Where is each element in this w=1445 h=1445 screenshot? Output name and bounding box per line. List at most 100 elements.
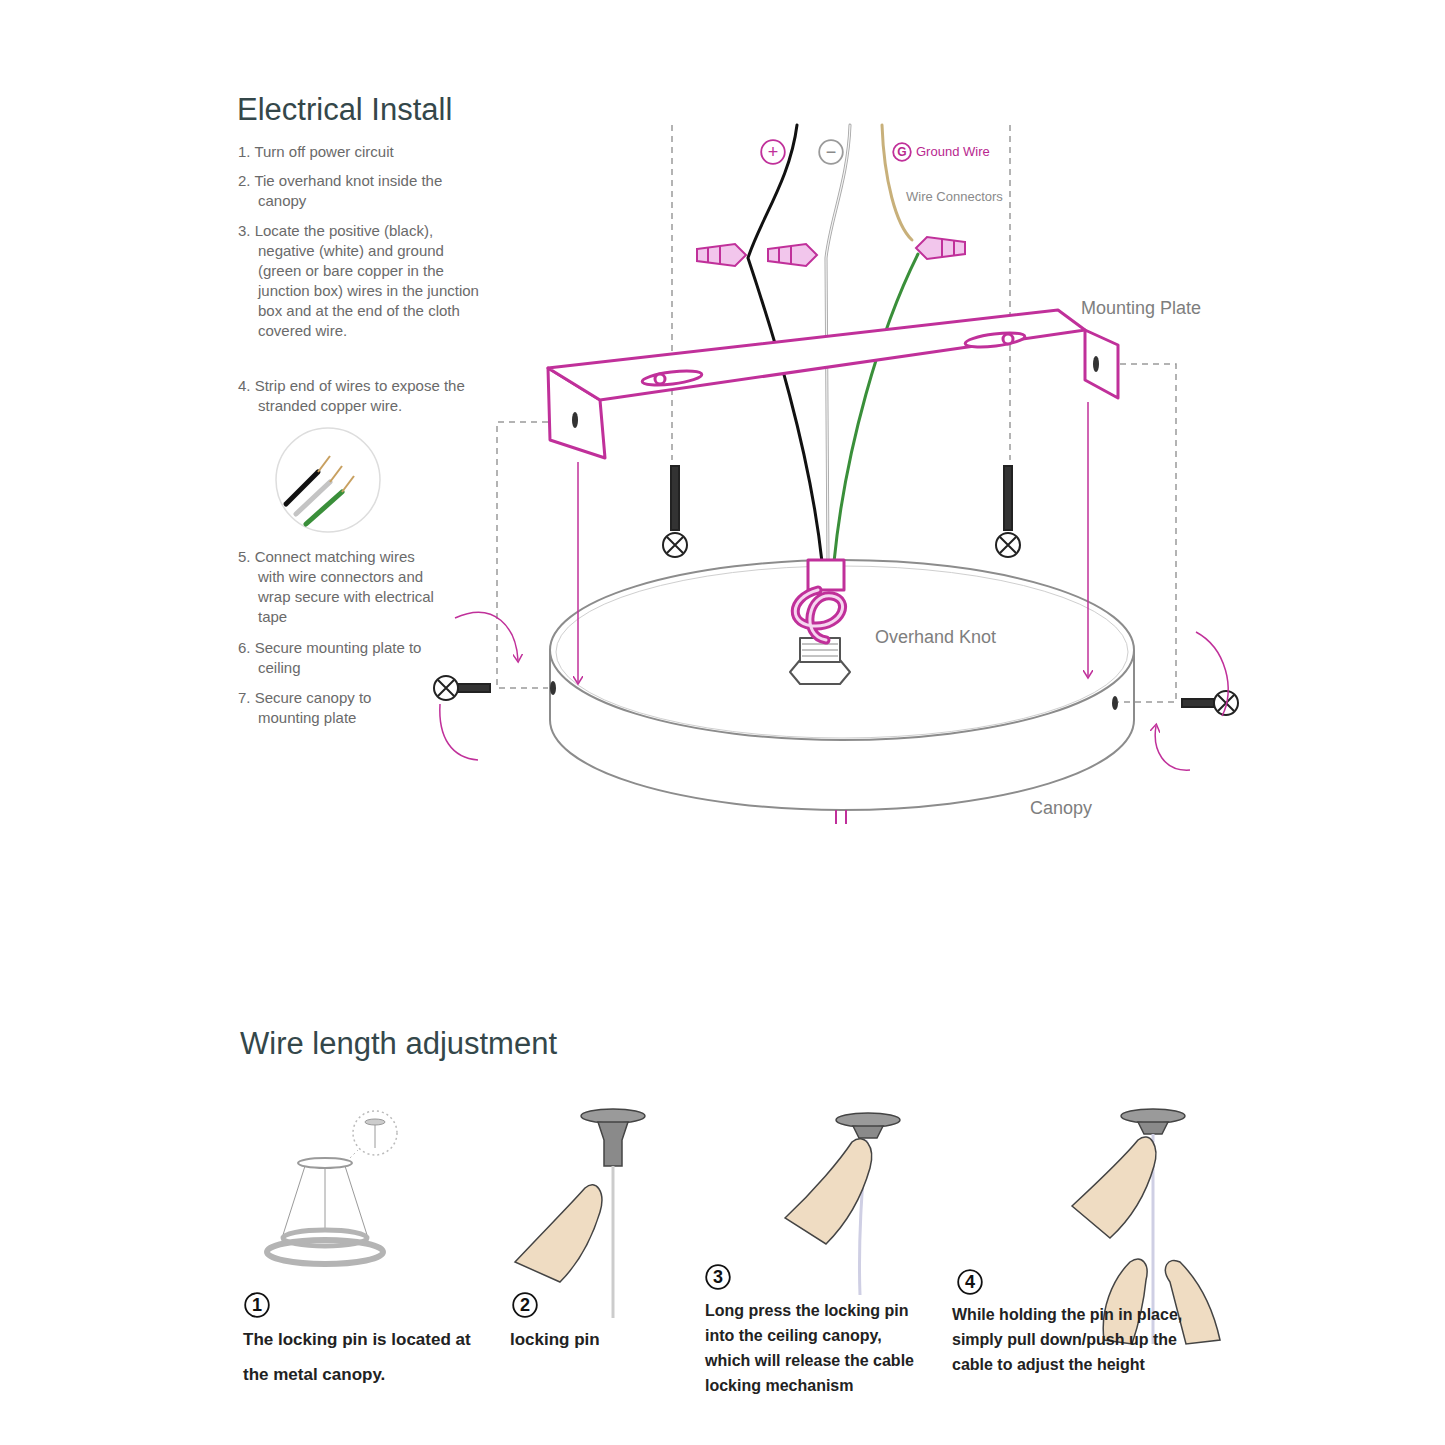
mounting-plate	[548, 310, 1085, 400]
circle-outline	[893, 143, 911, 161]
step-text: 3. Locate the positive (black), negative…	[238, 221, 488, 341]
pendant-light	[267, 1111, 397, 1264]
screws	[667, 537, 683, 553]
circle-badge: 2	[512, 1292, 538, 1318]
canopy	[550, 681, 556, 695]
screws	[1182, 699, 1214, 707]
locking-pin-step3	[785, 1113, 900, 1295]
circle-badge: −	[818, 139, 844, 165]
motion-arrows	[1155, 726, 1190, 770]
pendant-light	[298, 1158, 352, 1168]
badge-text: G	[897, 146, 906, 158]
step-caption: The locking pin is located at the metal …	[243, 1322, 488, 1392]
circle-outline	[761, 140, 785, 164]
motion-arrows	[1196, 632, 1228, 716]
canopy	[845, 810, 847, 824]
screws	[434, 466, 1238, 715]
motion-arrows	[455, 612, 518, 660]
motion-arrows	[440, 704, 478, 760]
nut-and-knot	[795, 590, 842, 640]
wire-connectors	[916, 237, 965, 259]
pendant-light	[325, 1168, 326, 1232]
circle-outline	[958, 1270, 982, 1294]
guide-lines	[497, 422, 548, 688]
circle-outline	[819, 140, 843, 164]
step-text: 5. Connect matching wires with wire conn…	[238, 547, 443, 627]
step-text: 1. Turn off power circuit	[238, 142, 498, 162]
wire-connectors	[778, 247, 780, 263]
canopy	[835, 810, 837, 824]
screws	[663, 533, 687, 557]
locking-pin-step3	[853, 1126, 883, 1138]
motion-arrows	[1087, 402, 1089, 676]
guide-lines	[1098, 364, 1176, 702]
screws	[1214, 691, 1238, 715]
wire-connectors	[790, 246, 792, 264]
screws	[996, 533, 1020, 557]
mounting-plate	[1093, 356, 1099, 372]
locking-pin-step2	[515, 1185, 602, 1282]
stripped-wire-inset	[318, 456, 330, 472]
part-label: Overhand Knot	[875, 627, 996, 648]
locking-pin-step4	[1138, 1122, 1168, 1134]
circle-badge: +	[760, 139, 786, 165]
step-caption: While holding the pin in place, simply p…	[952, 1302, 1204, 1377]
part-label: Canopy	[1030, 798, 1092, 819]
canopy	[550, 650, 1134, 810]
step-text: 7. Secure canopy to mounting plate	[238, 688, 428, 728]
stripped-wire-inset	[342, 476, 354, 492]
badge-text: 3	[713, 1268, 723, 1286]
locking-pin-step4	[1072, 1137, 1156, 1238]
pendant-light	[267, 1240, 383, 1264]
badge-text: 2	[520, 1296, 530, 1314]
screws	[1000, 537, 1016, 553]
pendant-light	[375, 1125, 376, 1148]
circle-badge: G	[892, 142, 912, 162]
screws	[1004, 466, 1012, 530]
step-caption: Long press the locking pin into the ceil…	[705, 1298, 920, 1398]
wire-label: Ground Wire	[916, 144, 990, 159]
diagram-title: Electrical Install	[237, 92, 452, 128]
circle-badge: 3	[705, 1264, 731, 1290]
guide-lines	[1009, 125, 1011, 460]
nut-and-knot	[808, 560, 844, 590]
badge-text: 4	[965, 1273, 975, 1291]
pendant-light	[350, 1150, 358, 1158]
pendant-light	[345, 1166, 368, 1238]
locking-pin-step2	[612, 1166, 615, 1318]
screws	[458, 684, 490, 692]
mounting-plate	[548, 310, 1118, 458]
motion-arrows	[440, 402, 1228, 770]
locking-pin-step3	[785, 1139, 872, 1244]
stripped-wire-inset	[306, 492, 342, 524]
stripped-wire-inset	[330, 466, 342, 482]
stripped-wire-inset	[276, 428, 380, 532]
locking-pin-step2	[515, 1109, 645, 1318]
pendant-light	[365, 1119, 385, 1125]
screws	[434, 676, 458, 700]
pendant-light	[353, 1111, 397, 1155]
mounting-plate	[572, 412, 578, 428]
circle-outline	[706, 1265, 730, 1289]
wires	[882, 125, 912, 240]
nut-and-knot	[790, 560, 850, 684]
circle-outline	[245, 1293, 269, 1317]
badge-text: −	[826, 143, 837, 161]
pendant-light	[282, 1166, 305, 1238]
step-text: 2. Tie overhand knot inside the canopy	[238, 171, 468, 211]
screws	[438, 680, 454, 696]
motion-arrows	[577, 462, 579, 682]
canopy	[1112, 696, 1118, 710]
wire-connectors	[697, 244, 746, 266]
step-text: 4. Strip end of wires to expose the stra…	[238, 376, 488, 416]
wire-connectors	[707, 247, 709, 263]
wire-label: Wire Connectors	[906, 188, 1006, 206]
circle-badge: 1	[244, 1292, 270, 1318]
locking-pin-step3	[836, 1113, 900, 1127]
wire-connectors	[719, 246, 721, 264]
canopy	[556, 566, 1128, 738]
guide-lines	[497, 125, 1176, 702]
step-text: 6. Secure mounting plate to ceiling	[238, 638, 428, 678]
nut-and-knot	[802, 644, 838, 656]
